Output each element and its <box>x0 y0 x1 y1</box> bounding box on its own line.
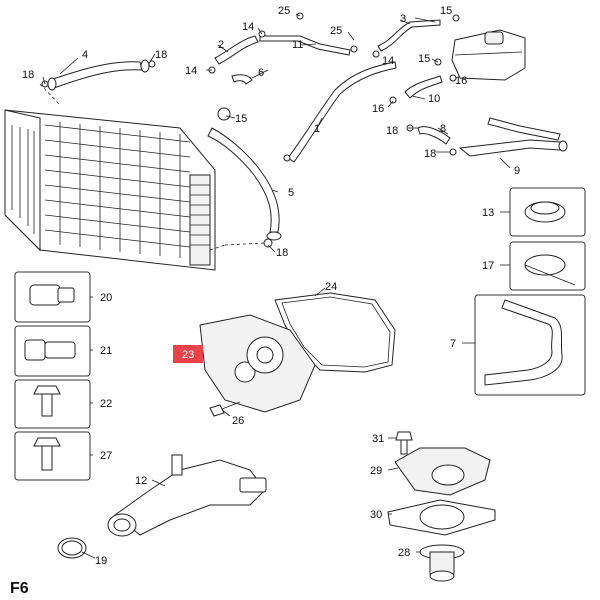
water-pump-23 <box>199 314 316 413</box>
callout-10: 10 <box>428 93 440 105</box>
cover-29 <box>394 447 491 496</box>
callout-1: 1 <box>314 123 320 135</box>
gasket-30 <box>387 499 496 536</box>
callout-24: 24 <box>325 281 337 293</box>
callout-19: 19 <box>95 555 107 567</box>
hose-6 <box>231 74 253 85</box>
callout-16a: 16 <box>455 75 467 87</box>
callout-18b: 18 <box>22 69 34 81</box>
callout-9: 9 <box>514 165 520 177</box>
callout-23: 23 <box>182 349 194 361</box>
fitting-21 <box>24 339 76 361</box>
hose-2 <box>214 35 259 65</box>
callout-30: 30 <box>370 509 382 521</box>
callout-14b: 14 <box>185 65 197 77</box>
leader-lines <box>42 13 511 559</box>
callout-15b: 15 <box>418 53 430 65</box>
callout-17: 17 <box>482 260 494 272</box>
hose-10 <box>404 75 443 99</box>
callout-29: 29 <box>370 465 382 477</box>
callout-labels: 4 18 18 25 14 2 25 11 3 15 14 6 14 15 16… <box>22 5 520 567</box>
callout-18a: 18 <box>155 49 167 61</box>
expansion-tank <box>451 29 526 81</box>
callout-14c: 14 <box>382 55 394 67</box>
fitting-20 <box>29 284 75 306</box>
pipe-11 <box>259 35 351 56</box>
hose-8 <box>417 126 451 145</box>
callout-22: 22 <box>100 398 112 410</box>
callout-18c: 18 <box>386 125 398 137</box>
bolt-27 <box>33 437 61 471</box>
callout-18d: 18 <box>424 148 436 160</box>
callout-23-highlight[interactable]: 23 <box>173 345 203 363</box>
figure-code: F6 <box>10 580 29 597</box>
callout-2: 2 <box>218 39 224 51</box>
callout-12: 12 <box>135 475 147 487</box>
callout-13: 13 <box>482 207 494 219</box>
thermostat-28 <box>419 544 465 582</box>
callout-16b: 16 <box>372 103 384 115</box>
bolt-22 <box>33 385 61 417</box>
dashed-guides <box>39 83 267 251</box>
callout-31: 31 <box>372 433 384 445</box>
bolt-31 <box>395 431 413 455</box>
hose-4 <box>47 59 150 91</box>
callout-3: 3 <box>400 13 406 25</box>
callout-5: 5 <box>288 187 294 199</box>
hose-5 <box>207 127 282 241</box>
callout-18e: 18 <box>276 247 288 259</box>
callout-15a: 15 <box>440 5 452 17</box>
hose-3 <box>377 19 441 52</box>
callout-21: 21 <box>100 345 112 357</box>
callout-27: 27 <box>100 450 112 462</box>
callout-14a: 14 <box>242 21 254 33</box>
callout-6: 6 <box>258 67 264 79</box>
seal-ring-19 <box>57 537 87 559</box>
callout-11: 11 <box>292 39 303 51</box>
clamp-13 <box>524 201 566 223</box>
clamps <box>41 12 460 248</box>
callout-4: 4 <box>82 49 88 61</box>
callout-7: 7 <box>450 338 456 350</box>
thermostat-housing-12 <box>107 454 267 537</box>
callout-25a: 25 <box>278 5 290 17</box>
bolt-26 <box>209 401 241 417</box>
radiator <box>4 109 216 271</box>
callout-15c: 15 <box>235 113 247 125</box>
callout-20: 20 <box>100 292 112 304</box>
callout-8: 8 <box>440 123 446 135</box>
callout-28: 28 <box>398 547 410 559</box>
hose-1 <box>287 61 397 163</box>
callout-25b: 25 <box>330 25 342 37</box>
clamp-17 <box>524 254 576 286</box>
hose-7 <box>484 299 563 386</box>
callout-26: 26 <box>232 415 244 427</box>
pipe-9 <box>458 117 568 157</box>
